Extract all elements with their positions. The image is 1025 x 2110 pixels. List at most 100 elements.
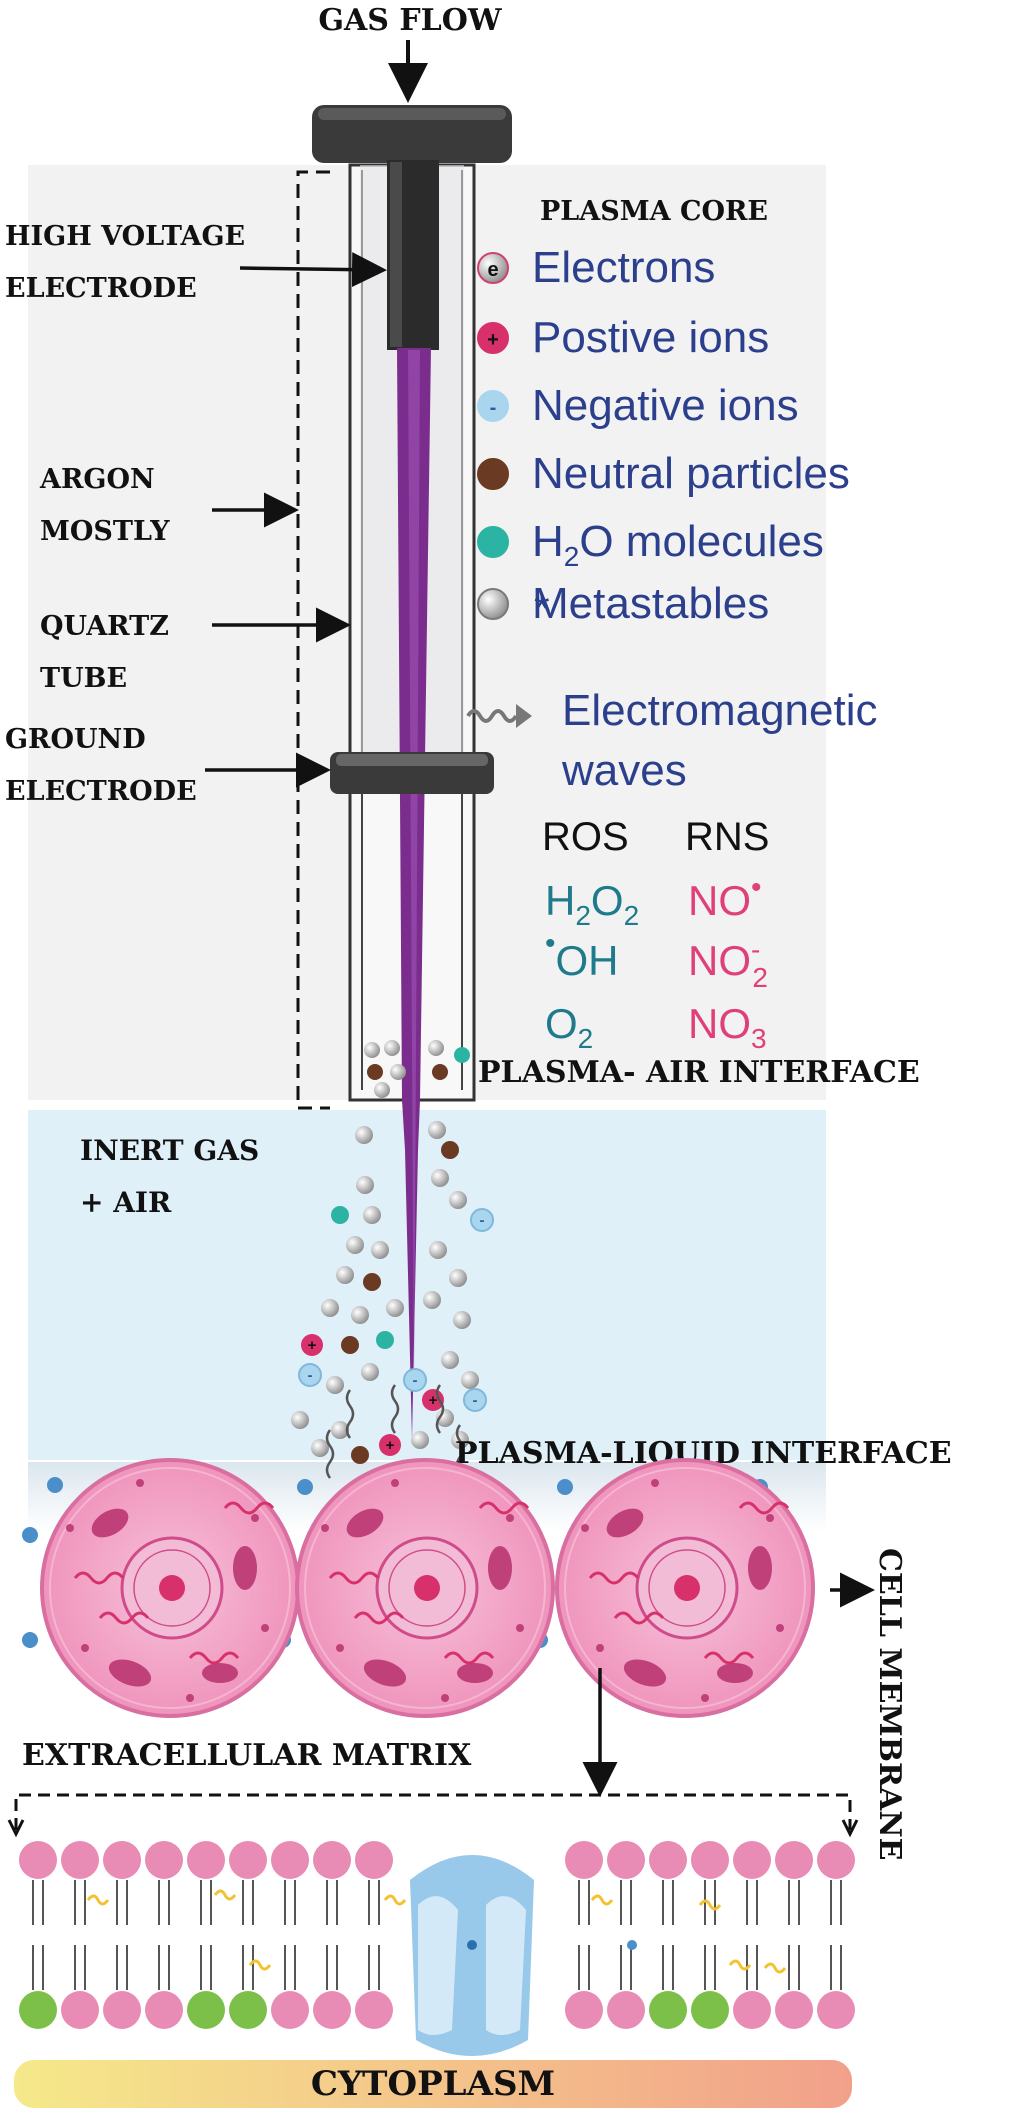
quartz-label-line2: TUBE (40, 663, 127, 694)
vesicle (441, 1694, 449, 1702)
liquid-dot (22, 1527, 38, 1543)
legend-particle-icon (477, 252, 509, 284)
nucleolus (414, 1575, 440, 1601)
er-membrane (73, 1571, 125, 1585)
lipid-bilayer (19, 1841, 855, 2029)
cell (555, 1458, 815, 1718)
vesicle (81, 1644, 89, 1652)
inert-gas-label-line1: INERT GAS (80, 1134, 259, 1167)
vesicle (136, 1479, 144, 1487)
em-label-line1: Electromagnetic (562, 686, 877, 735)
legend-item-label: Electrons (532, 243, 715, 292)
liquid-dot (22, 1632, 38, 1648)
air-waves (325, 1384, 465, 1479)
lipid-head (649, 1991, 687, 2029)
er-membrane (328, 1571, 380, 1585)
vesicle (766, 1514, 774, 1522)
protein-channel (410, 1855, 534, 2056)
er-membrane (738, 1501, 790, 1515)
legend-particle-symbol: - (490, 397, 497, 419)
cholesterol (590, 1894, 614, 1906)
legend-item: H2O molecules (477, 517, 824, 572)
cell (40, 1458, 300, 1718)
mitochondrion (346, 1508, 384, 1538)
legend-item-label: Negative ions (532, 381, 799, 430)
ground-label-line1: GROUND (5, 724, 146, 755)
vesicle (391, 1479, 399, 1487)
hv-electrode-arrow (239, 252, 387, 288)
particle-meta (291, 1411, 309, 1429)
svg-text:-: - (413, 1372, 418, 1389)
mitochondrion (202, 1663, 238, 1683)
legend-particle-icon (477, 588, 509, 620)
lipid-head (61, 1991, 99, 2029)
lipid-head (733, 1991, 771, 2029)
cholesterol (86, 1894, 110, 1906)
particle-meta (423, 1291, 441, 1309)
particle-e (374, 1082, 390, 1098)
hv-electrode-label-line1: HIGH VOLTAGE (5, 221, 245, 252)
legend-item-label: Neutral particles (532, 449, 850, 498)
lipid-head (61, 1841, 99, 1879)
mitochondrion (488, 1546, 512, 1590)
cytoplasm-label: CYTOPLASM (311, 2064, 555, 2104)
cytoplasm-bar (14, 2060, 852, 2108)
er-membrane (613, 1611, 665, 1625)
legend-item-label: H2O molecules (532, 517, 824, 572)
rns-species: NO3 (688, 1000, 767, 1054)
em-wave (325, 1429, 335, 1479)
legend-particle-icon (477, 390, 509, 422)
cholesterol (248, 1959, 272, 1971)
cell (295, 1458, 555, 1718)
legend-item-label: Postive ions (532, 313, 769, 362)
ros-species: O2 (545, 1000, 593, 1054)
particle-neu (351, 1446, 369, 1464)
liquid-dot (557, 1479, 573, 1495)
lipid-head (103, 1991, 141, 2029)
lipid-head (817, 1841, 855, 1879)
lipid-head (607, 1841, 645, 1879)
liquid-dot (47, 1477, 63, 1493)
particle-meta (364, 1042, 380, 1058)
legend-particle-icon (477, 458, 509, 490)
lipid-head (355, 1991, 393, 2029)
particle-e (311, 1439, 329, 1457)
particle-pos: + (422, 1389, 444, 1411)
em-label-line2: waves (561, 746, 687, 795)
argon-label-line1: ARGON (39, 464, 155, 495)
lipid-head (187, 1841, 225, 1879)
svg-text:+: + (308, 1337, 317, 1354)
em-wave-arrowhead (516, 704, 532, 728)
lipid-head (565, 1991, 603, 2029)
particle-meta (355, 1126, 373, 1144)
cholesterol (763, 1962, 787, 1974)
vesicle (701, 1694, 709, 1702)
particle-meta (429, 1241, 447, 1259)
particle-meta (449, 1191, 467, 1209)
em-wave (435, 1384, 445, 1434)
em-wave (390, 1384, 400, 1434)
rns-species: NO• (688, 871, 762, 924)
ros-title: ROS (542, 815, 629, 859)
er-membrane (188, 1651, 240, 1665)
lipid-head (313, 1841, 351, 1879)
mitochondrion (108, 1659, 152, 1687)
mitochondrion (233, 1546, 257, 1590)
er-membrane (353, 1611, 405, 1625)
inert-gas-label-line2: + AIR (80, 1186, 172, 1219)
rns-species: NO-2 (688, 934, 768, 993)
air-particles: -+--+-+ (291, 1121, 494, 1464)
svg-text:+: + (386, 1437, 395, 1454)
particle-pos: + (379, 1434, 401, 1456)
er-membrane (98, 1611, 150, 1625)
legend-item: Metastables (477, 579, 769, 628)
cholesterol (213, 1889, 237, 1901)
particle-e (461, 1371, 479, 1389)
lipid-head (145, 1841, 183, 1879)
lipid-head (103, 1841, 141, 1879)
legend-item-label: Metastables (532, 579, 769, 628)
particle-meta (428, 1040, 444, 1056)
